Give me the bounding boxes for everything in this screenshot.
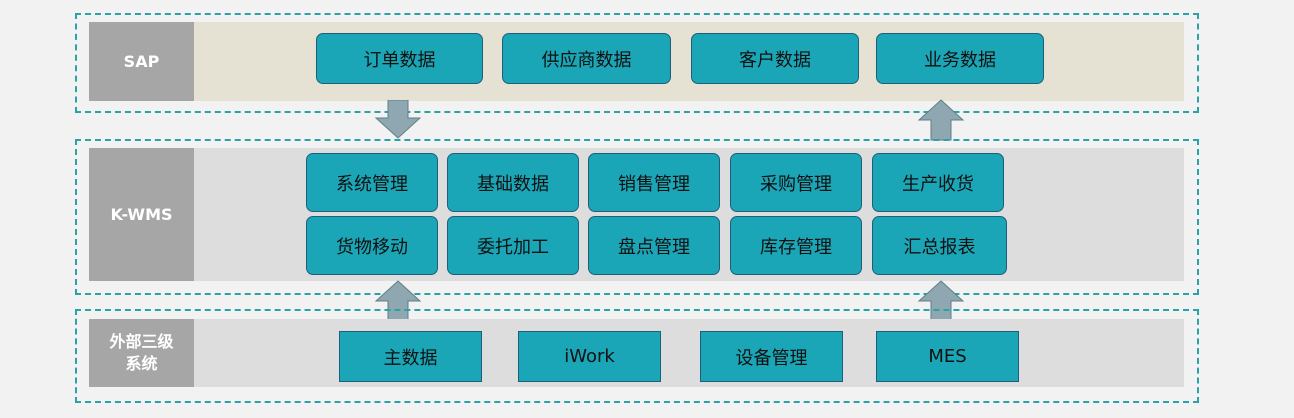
sap-label: SAP: [89, 22, 194, 101]
kwms-purchase-management[interactable]: 采购管理: [730, 153, 862, 212]
external-mes[interactable]: MES: [876, 331, 1019, 382]
external-tier: [75, 309, 1199, 403]
external-label-line1: 外部三级: [109, 332, 174, 351]
sap-item-business-data[interactable]: 业务数据: [876, 33, 1044, 84]
external-label: 外部三级 系统: [89, 319, 194, 387]
external-label-line2: 系统: [125, 354, 158, 373]
external-iwork[interactable]: iWork: [518, 331, 661, 382]
sap-item-supplier-data[interactable]: 供应商数据: [502, 33, 671, 84]
external-master-data[interactable]: 主数据: [339, 331, 482, 382]
up-arrow-icon: [917, 99, 965, 141]
sap-item-customer-data[interactable]: 客户数据: [691, 33, 859, 84]
kwms-tier: [75, 139, 1199, 295]
sap-tier: [75, 13, 1199, 113]
sap-item-order-data[interactable]: 订单数据: [316, 33, 483, 84]
down-arrow-icon: [374, 100, 422, 139]
kwms-system-management[interactable]: 系统管理: [306, 153, 438, 212]
kwms-production-receipt[interactable]: 生产收货: [872, 153, 1004, 212]
kwms-sales-management[interactable]: 销售管理: [588, 153, 720, 212]
kwms-summary-reports[interactable]: 汇总报表: [872, 216, 1007, 275]
kwms-label: K-WMS: [89, 148, 194, 281]
kwms-subcontracting[interactable]: 委托加工: [447, 216, 579, 275]
kwms-stock-management[interactable]: 库存管理: [730, 216, 862, 275]
external-equipment-management[interactable]: 设备管理: [700, 331, 843, 382]
kwms-basic-data[interactable]: 基础数据: [447, 153, 579, 212]
kwms-goods-movement[interactable]: 货物移动: [306, 216, 438, 275]
kwms-inventory-count[interactable]: 盘点管理: [588, 216, 720, 275]
